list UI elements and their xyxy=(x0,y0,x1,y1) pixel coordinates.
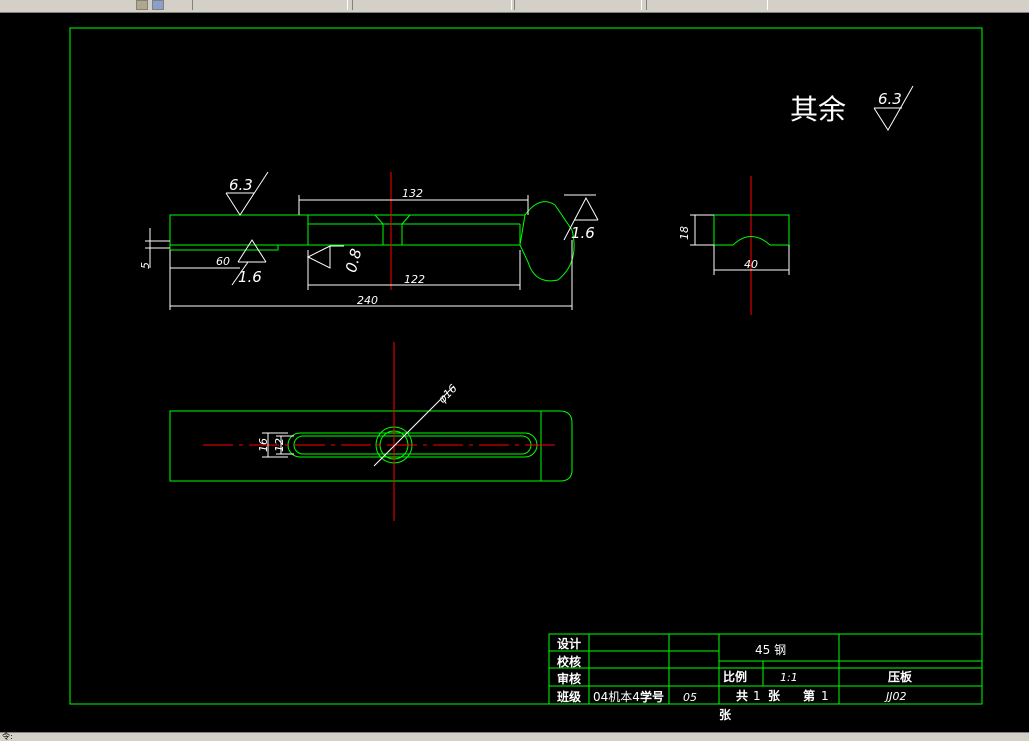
tb-scale-value: 1:1 xyxy=(780,671,798,684)
hatched-section-left xyxy=(169,214,309,246)
dim-60: 60 xyxy=(216,255,230,268)
roughness-top-value: 6.3 xyxy=(229,176,253,194)
dim-240: 240 xyxy=(357,294,378,307)
side-view: 18 40 xyxy=(678,176,790,315)
layer-icon[interactable] xyxy=(136,0,148,10)
tb-label-check: 校核 xyxy=(557,654,581,669)
title-block: 设计 校核 审核 班级 04机本4 学号 05 45 钢 比例 1:1 压板 共… xyxy=(548,633,983,722)
surface-note: 其余 6.3 xyxy=(790,85,914,131)
roughness-symbol-right xyxy=(563,196,599,241)
dim-dia16: φ16 xyxy=(436,382,460,406)
dim-12: 12 xyxy=(273,438,286,452)
tb-sheet-no-label: 第 xyxy=(803,688,815,703)
dim-16: 16 xyxy=(257,438,270,452)
linetype-dropdown[interactable] xyxy=(514,0,642,10)
roughness-symbol-general xyxy=(873,85,914,131)
tb-sheet-unit1: 张 xyxy=(768,688,781,703)
sheet-border xyxy=(69,27,983,705)
dim-132: 132 xyxy=(402,187,423,200)
dim-18: 18 xyxy=(678,226,691,240)
tb-drawing-no: JJ02 xyxy=(884,690,907,703)
tb-scale-label: 比例 xyxy=(723,669,747,684)
toolbar-strip xyxy=(0,0,1029,13)
lineweight-dropdown[interactable] xyxy=(646,0,768,10)
tb-class-value: 04机本4 xyxy=(593,690,640,704)
roughness-symbol-top xyxy=(225,171,269,216)
roughness-general-value: 6.3 xyxy=(878,90,902,108)
properties-icon[interactable] xyxy=(152,0,164,10)
roughness-right-value: 1.6 xyxy=(571,224,595,242)
tb-sheet-total-value: 1 xyxy=(753,689,761,703)
tb-label-design: 设计 xyxy=(557,636,581,651)
drawing-canvas[interactable]: 其余 6.3 132 122 xyxy=(0,12,1029,732)
roughness-mid-value: 0.8 xyxy=(342,247,366,275)
tb-label-review: 审核 xyxy=(557,671,581,686)
dim-5: 5 xyxy=(139,262,152,269)
surface-note-text: 其余 xyxy=(790,93,846,126)
front-view: 132 122 240 60 5 6.3 1.6 1.6 xyxy=(139,171,599,310)
tb-student-no-value: 05 xyxy=(683,691,697,704)
tb-label-class: 班级 xyxy=(557,689,581,704)
tb-student-no-label: 学号 xyxy=(640,689,664,704)
dim-122: 122 xyxy=(404,273,425,286)
hook-end xyxy=(519,201,575,282)
tb-sheet-unit2: 张 xyxy=(719,707,732,722)
top-view: φ16 16 12 xyxy=(169,342,573,521)
roughness-left-value: 1.6 xyxy=(238,268,262,286)
layer-dropdown[interactable] xyxy=(192,0,348,10)
tb-sheet-no-value: 1 xyxy=(821,689,829,703)
roughness-symbol-mid xyxy=(306,245,331,269)
tb-part-name: 压板 xyxy=(888,669,913,684)
roughness-symbol-left xyxy=(237,239,267,263)
tb-sheet-total-label: 共 xyxy=(736,688,748,703)
dim-40: 40 xyxy=(744,258,758,271)
command-line[interactable]: 令: xyxy=(0,732,1029,741)
command-prompt: 令: xyxy=(2,732,13,741)
tb-material: 45 钢 xyxy=(755,643,786,657)
color-dropdown[interactable] xyxy=(352,0,512,10)
